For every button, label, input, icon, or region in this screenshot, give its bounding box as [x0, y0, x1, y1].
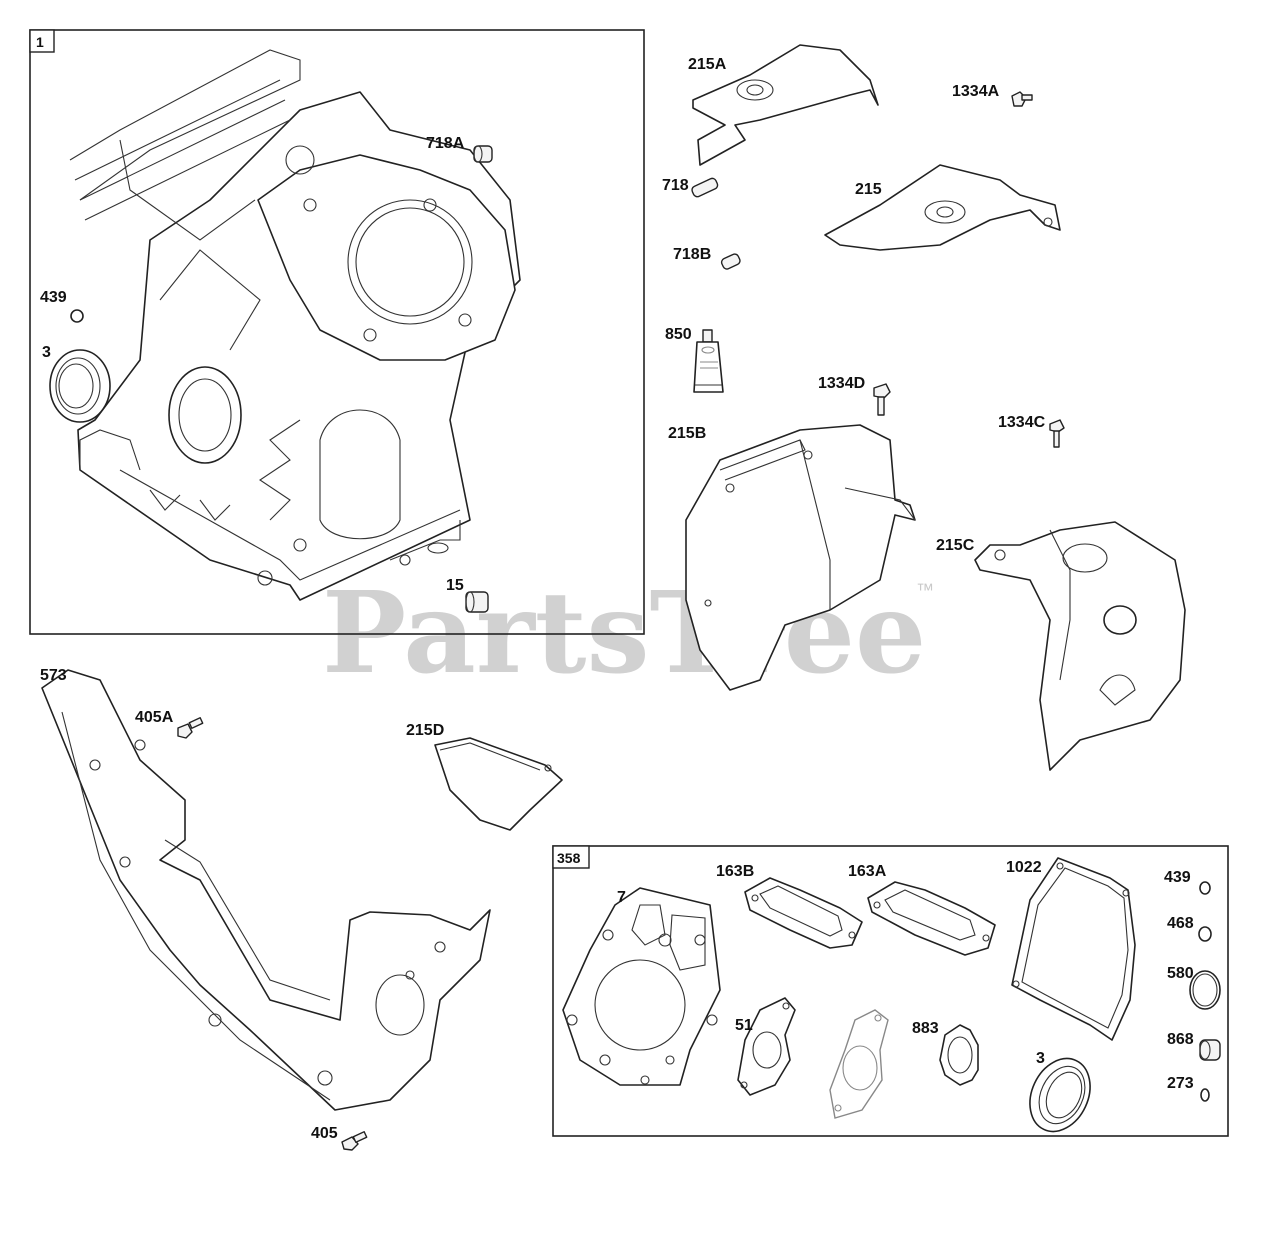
callout-1334D: 1334D	[818, 375, 865, 392]
part-718B-pin	[720, 253, 741, 270]
part-215B-shroud	[685, 424, 916, 691]
callout-273: 273	[1167, 1075, 1194, 1092]
part-7-head-gasket	[562, 887, 721, 1086]
part-1334D-bolt	[873, 383, 891, 416]
part-163A-gasket	[867, 881, 996, 956]
part-15-bushing	[465, 591, 489, 613]
part-1334C-bolt	[1049, 419, 1065, 448]
part-215-shield	[824, 164, 1061, 251]
part-468-oring	[1198, 926, 1212, 942]
part-718A-pin	[473, 145, 493, 163]
engine-block-box-frame	[29, 29, 645, 635]
callout-868: 868	[1167, 1031, 1194, 1048]
part-215A-shield	[692, 44, 879, 166]
callout-1022: 1022	[1006, 859, 1042, 876]
part-405-bolt	[341, 1131, 368, 1151]
part-850-sealant-tube	[693, 329, 724, 393]
callout-215: 215	[855, 181, 882, 198]
callout-215A: 215A	[688, 56, 727, 73]
callout-215D: 215D	[406, 722, 444, 739]
part-215D-baffle	[434, 737, 563, 831]
engine-block-box-number: 1	[36, 34, 44, 50]
part-580-oring	[1189, 970, 1221, 1010]
engine-block-group: 1	[29, 29, 645, 635]
callout-163A: 163A	[848, 863, 887, 880]
callout-1334C: 1334C	[998, 414, 1046, 431]
callout-850: 850	[665, 326, 692, 343]
part-1334A-bolt	[1011, 91, 1033, 107]
part-3-seal-right	[1029, 1057, 1091, 1133]
callout-15: 15	[446, 577, 464, 594]
callout-163B: 163B	[716, 863, 754, 880]
part-273-oring	[1200, 1088, 1210, 1102]
callout-439-left: 439	[40, 289, 67, 306]
engine-block-box-number-frame	[29, 29, 55, 53]
part-215C-shroud	[974, 521, 1186, 771]
gasket-set-box-frame	[552, 845, 1229, 1137]
part-868-seal	[1199, 1039, 1221, 1061]
part-163B-gasket	[744, 877, 863, 949]
callout-3-right: 3	[1036, 1050, 1045, 1067]
part-439-oring-right	[1199, 881, 1211, 895]
gasket-set-group: 358 7 163B	[552, 845, 1229, 1137]
callout-580: 580	[1167, 965, 1194, 982]
callout-439-right: 439	[1164, 869, 1191, 886]
gasket-set-box-number-frame	[552, 845, 590, 869]
part-1022-valve-cover-gasket	[1011, 857, 1136, 1041]
callout-468: 468	[1167, 915, 1194, 932]
part-3-seal-left	[49, 349, 111, 423]
callout-3-left: 3	[42, 344, 51, 361]
callout-405A: 405A	[135, 709, 174, 726]
part-573-backplate	[41, 669, 491, 1111]
part-439-oring-left	[70, 309, 84, 323]
callout-718B: 718B	[673, 246, 711, 263]
callout-573: 573	[40, 667, 67, 684]
part-exhaust-gasket-unlabeled	[829, 1009, 889, 1119]
callout-883: 883	[912, 1020, 939, 1037]
callout-51: 51	[735, 1017, 753, 1034]
callout-718: 718	[662, 177, 689, 194]
part-718-pin	[691, 177, 719, 198]
watermark-trademark: ™	[916, 580, 934, 600]
callout-7: 7	[617, 889, 626, 906]
callout-718A: 718A	[426, 135, 465, 152]
gasket-set-box-number: 358	[557, 850, 581, 866]
callout-215C: 215C	[936, 537, 975, 554]
part-883-gasket	[939, 1024, 979, 1086]
callout-215B: 215B	[668, 425, 706, 442]
callout-405: 405	[311, 1125, 338, 1142]
part-405A-bolt	[177, 717, 204, 739]
part-51-gasket	[737, 997, 796, 1096]
callout-1334A: 1334A	[952, 83, 1000, 100]
engine-block-illustration	[69, 49, 521, 601]
